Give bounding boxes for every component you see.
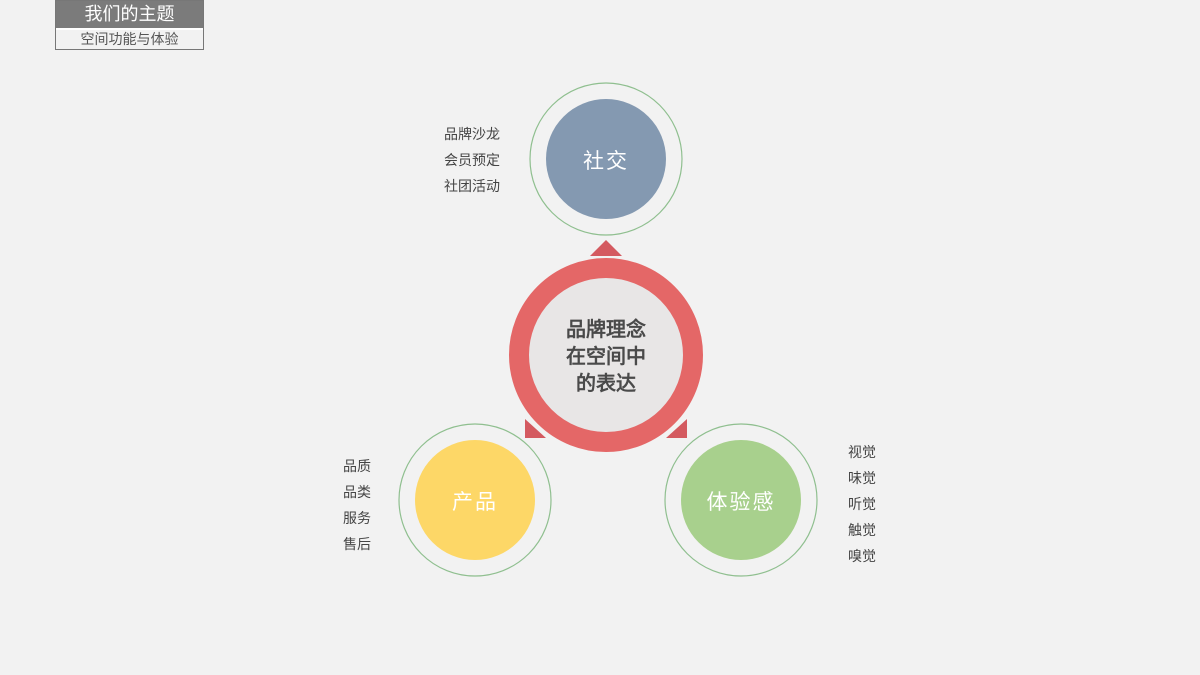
list-item: 品牌沙龙 [444,127,500,143]
arrow-left-icon [525,419,546,438]
social-node [546,99,666,219]
section-title-sub: 空间功能与体验 [56,28,203,51]
social-items: 品牌沙龙 会员预定 社团活动 [444,122,500,200]
arrow-up-icon [590,240,622,256]
experience-label: 体验感 [706,490,776,514]
list-item: 会员预定 [444,153,500,169]
list-item: 视觉 [848,445,876,461]
center-ring [509,258,703,452]
section-title: 我们的主题 空间功能与体验 [55,0,204,50]
center-line: 的表达 [576,371,636,395]
list-item: 售后 [343,537,371,553]
product-label: 产品 [452,490,498,514]
social-label: 社交 [583,149,629,173]
list-item: 社团活动 [444,179,500,195]
experience-node [681,440,801,560]
center-concept: 品牌理念 在空间中 的表达 [546,316,666,397]
product-items: 品质 品类 服务 售后 [343,454,371,558]
arrow-right-icon [666,419,687,438]
center-line: 品牌理念 [566,317,646,341]
list-item: 听觉 [848,497,876,513]
section-title-main: 我们的主题 [56,1,203,28]
list-item: 品类 [343,485,371,501]
list-item: 服务 [343,511,371,527]
product-node [415,440,535,560]
list-item: 嗅觉 [848,549,876,565]
list-item: 触觉 [848,523,876,539]
center-line: 在空间中 [566,344,646,368]
experience-items: 视觉 味觉 听觉 触觉 嗅觉 [848,440,876,570]
list-item: 味觉 [848,471,876,487]
list-item: 品质 [343,459,371,475]
